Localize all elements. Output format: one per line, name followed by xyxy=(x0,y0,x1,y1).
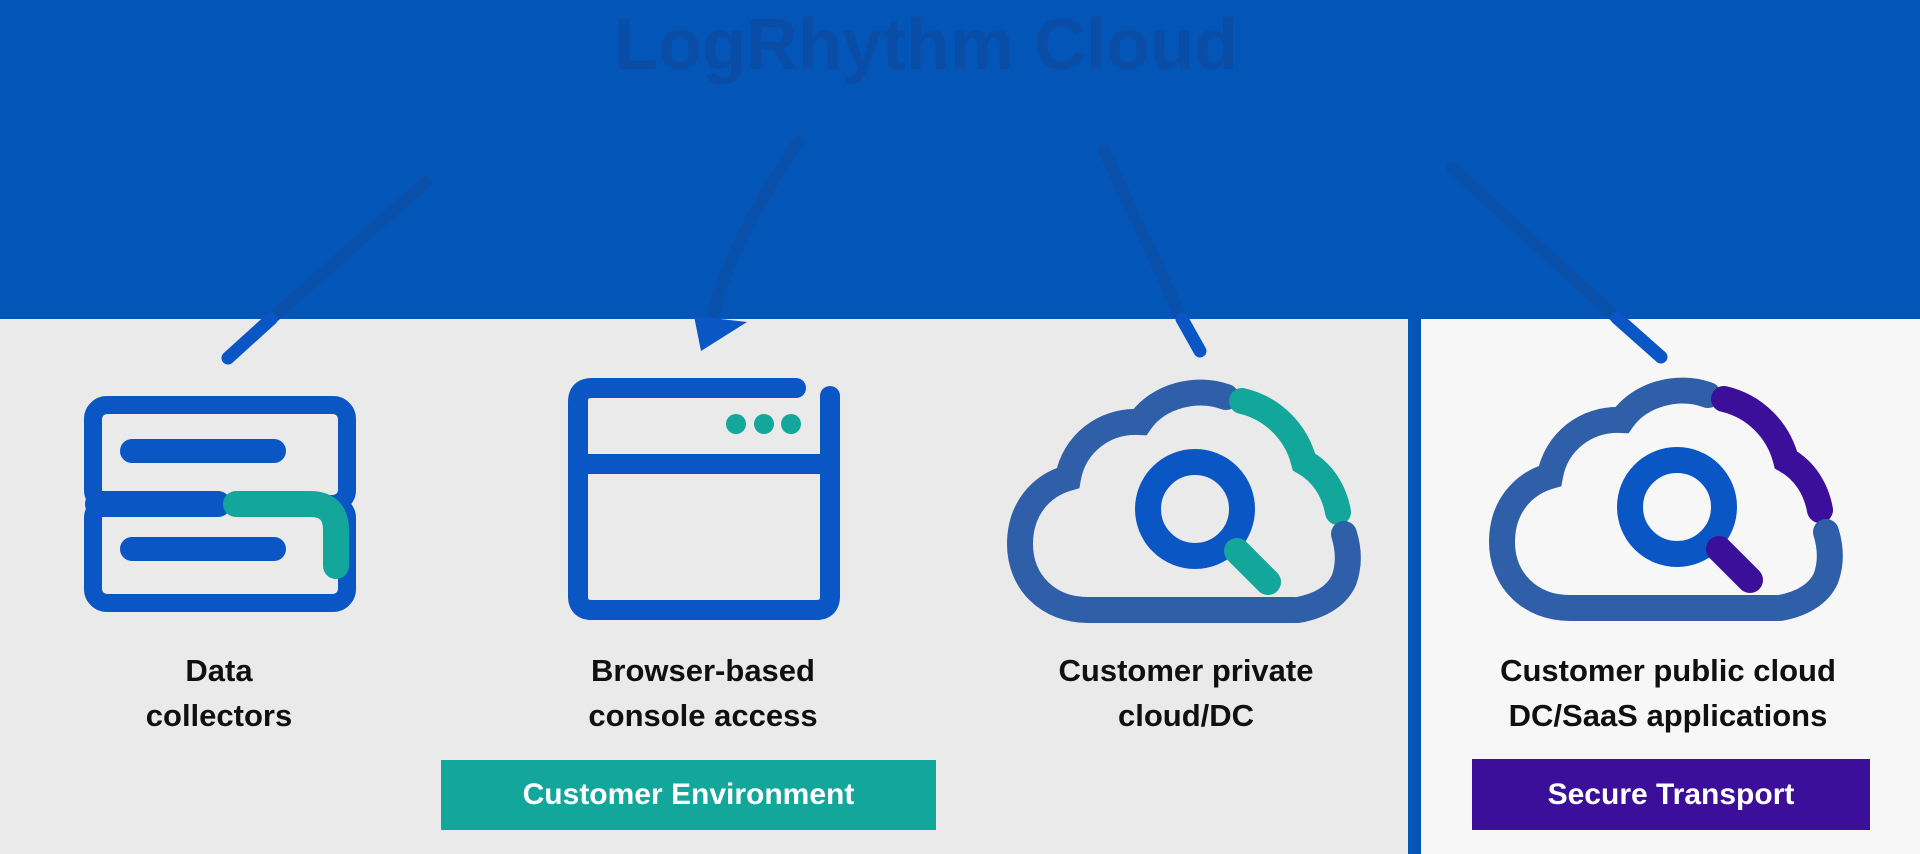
browser-dot-icon xyxy=(754,414,774,434)
logrhythm-cloud-banner: LogRhythm Cloud xyxy=(0,0,1920,319)
cloud-search-icon xyxy=(1488,377,1843,621)
label-browser-console: Browser-based console access xyxy=(443,648,963,738)
connector-browser-console-arrowhead xyxy=(694,316,747,351)
server-icon xyxy=(84,396,356,612)
magnifier-lens-icon xyxy=(1135,449,1255,569)
label-data-collectors: Data collectors xyxy=(0,648,479,738)
cloud-outline xyxy=(1006,379,1307,623)
badge-label: Secure Transport xyxy=(1547,777,1795,811)
server-teal-accent xyxy=(223,491,349,579)
browser-dot-icon xyxy=(781,414,801,434)
browser-frame xyxy=(568,378,840,620)
connector-browser-console-inner xyxy=(708,136,804,318)
secure-transport-badge: Secure Transport xyxy=(1472,759,1870,830)
magnifier-lens-icon xyxy=(1617,447,1737,567)
cloud-teal-accent xyxy=(1229,388,1351,525)
cloud-outline-corner xyxy=(1285,521,1361,623)
cloud-purple-accent xyxy=(1711,386,1833,523)
label-line: console access xyxy=(588,698,818,733)
magnifier-handle xyxy=(1706,536,1763,593)
browser-icon xyxy=(568,378,840,620)
cloud-outline xyxy=(1488,377,1789,621)
customer-environment-badge: Customer Environment xyxy=(441,760,936,830)
browser-dot-icon xyxy=(726,414,746,434)
connector-data-collectors xyxy=(221,312,278,365)
connector-public-cloud-inner xyxy=(1446,162,1623,324)
label-public-cloud: Customer public cloud DC/SaaS applicatio… xyxy=(1408,648,1920,738)
label-line: DC/SaaS applications xyxy=(1508,698,1828,733)
badge-label: Customer Environment xyxy=(522,778,855,811)
label-line: Data xyxy=(185,653,253,688)
label-private-cloud: Customer private cloud/DC xyxy=(926,648,1446,738)
magnifier-handle xyxy=(1224,538,1281,595)
label-line: cloud/DC xyxy=(1117,698,1255,733)
banner-title: LogRhythm Cloud xyxy=(614,5,1238,85)
cloud-search-icon xyxy=(1006,379,1361,623)
section-divider xyxy=(1408,318,1421,854)
connector-private-cloud xyxy=(1175,312,1207,358)
label-line: Customer public cloud xyxy=(1500,653,1836,688)
cloud-outline-corner xyxy=(1767,519,1843,621)
label-line: Customer private xyxy=(1058,653,1314,688)
connector-public-cloud xyxy=(1610,311,1668,364)
label-line: collectors xyxy=(145,698,293,733)
connector-data-collectors-inner xyxy=(265,176,432,325)
label-line: Browser-based xyxy=(591,653,815,688)
connector-private-cloud-inner xyxy=(1098,144,1188,325)
